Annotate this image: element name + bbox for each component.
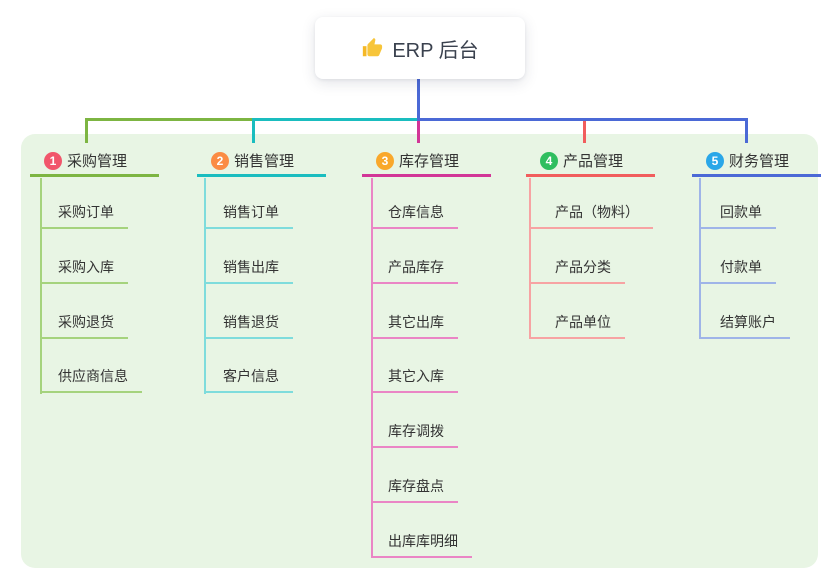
root-node[interactable]: ERP 后台: [315, 17, 525, 79]
child-node[interactable]: 库存盘点: [371, 478, 458, 503]
child-node[interactable]: 采购退货: [40, 314, 128, 339]
child-node[interactable]: 出库库明细: [371, 533, 472, 558]
branch-number-badge: 1: [44, 151, 62, 170]
branch-label: 财务管理: [729, 153, 790, 170]
child-node[interactable]: 销售出库: [204, 259, 293, 284]
branch-node-5[interactable]: 5 财务管理: [692, 147, 821, 177]
child-node[interactable]: 回款单: [699, 204, 776, 229]
connector-trunk-segment-1: [85, 118, 253, 121]
branch-child-connector-line: [699, 178, 701, 339]
child-node[interactable]: 采购订单: [40, 204, 128, 229]
child-node[interactable]: 其它入库: [371, 368, 458, 393]
root-node-label: ERP 后台: [392, 39, 479, 62]
child-node[interactable]: 供应商信息: [40, 368, 142, 393]
branch-node-2[interactable]: 2 销售管理: [197, 147, 326, 177]
connector-trunk-segment-2: [252, 118, 419, 121]
connector-drop-line-2: [252, 118, 255, 143]
child-node[interactable]: 其它出库: [371, 314, 458, 339]
branch-label: 采购管理: [67, 153, 128, 170]
connector-drop-line-5: [745, 118, 748, 143]
branch-node-1[interactable]: 1 采购管理: [30, 147, 159, 177]
branch-number-badge: 2: [211, 151, 229, 170]
child-node[interactable]: 客户信息: [204, 368, 293, 393]
connector-drop-line-4: [583, 121, 586, 143]
branch-number-badge: 4: [540, 151, 558, 170]
branch-child-connector-line: [529, 178, 531, 339]
child-node[interactable]: 付款单: [699, 259, 776, 284]
branch-node-3[interactable]: 3 库存管理: [362, 147, 491, 177]
child-node[interactable]: 库存调拨: [371, 423, 458, 448]
child-node[interactable]: 仓库信息: [371, 204, 458, 229]
connector-trunk-segment-3: [417, 118, 748, 121]
branch-label: 销售管理: [234, 153, 295, 170]
connector-drop-line-3: [417, 121, 420, 143]
root-connector-stem: [417, 79, 420, 120]
child-node[interactable]: 产品库存: [371, 259, 458, 284]
connector-drop-line-1: [85, 118, 88, 143]
child-node[interactable]: 销售退货: [204, 314, 293, 339]
branch-node-4[interactable]: 4 产品管理: [526, 147, 655, 177]
branch-label: 产品管理: [563, 153, 624, 170]
branch-child-connector-line: [371, 178, 373, 558]
branch-label: 库存管理: [399, 153, 460, 170]
child-node[interactable]: 销售订单: [204, 204, 293, 229]
child-node[interactable]: 产品分类: [529, 259, 625, 284]
child-node[interactable]: 产品（物料）: [529, 204, 653, 229]
branch-number-badge: 3: [376, 151, 394, 170]
child-node[interactable]: 采购入库: [40, 259, 128, 284]
branch-child-connector-line: [40, 178, 42, 394]
child-node[interactable]: 产品单位: [529, 314, 625, 339]
thumbs-up-icon: [363, 37, 383, 57]
branch-number-badge: 5: [706, 151, 724, 170]
child-node[interactable]: 结算账户: [699, 314, 790, 339]
branch-child-connector-line: [204, 178, 206, 394]
mindmap-panel: [21, 134, 818, 568]
